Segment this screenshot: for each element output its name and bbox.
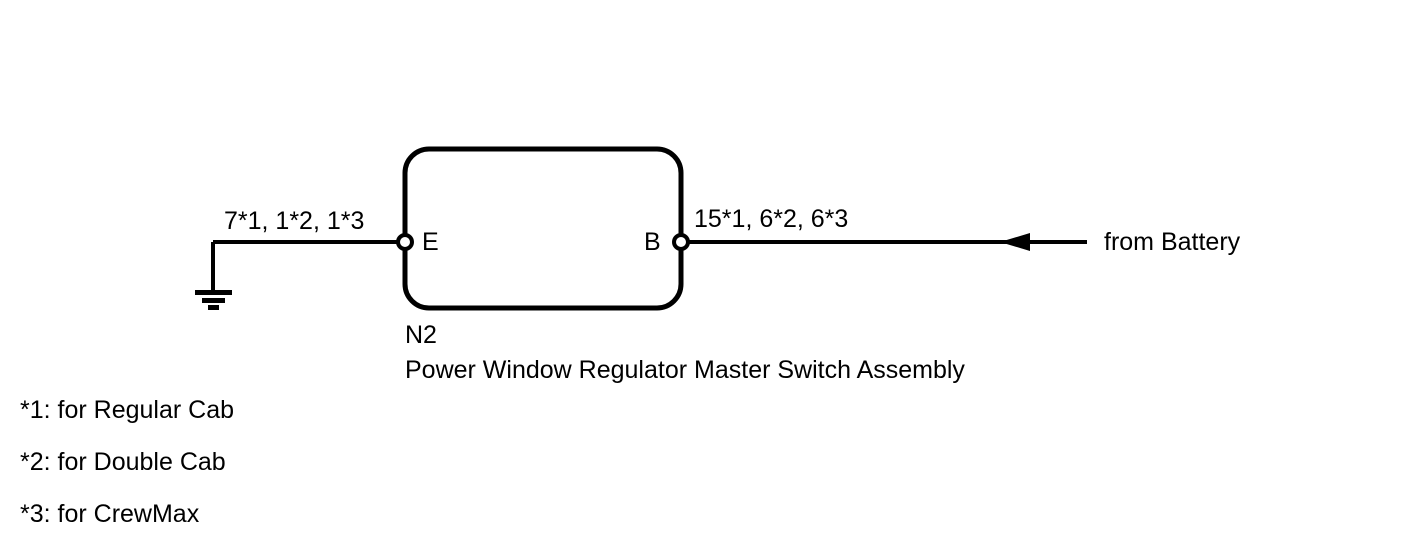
footnote-double-cab: *2: for Double Cab [20,448,226,476]
component-box [402,146,684,311]
ground-symbol-icon [195,242,232,310]
component-id: N2 [405,321,437,349]
terminal-b-pin [672,233,690,251]
footnote-crewmax: *3: for CrewMax [20,500,200,528]
terminal-e-label: E [422,228,439,256]
wire-label-left: 7*1, 1*2, 1*3 [224,207,365,235]
terminal-e-pin [396,233,414,251]
wire-label-right: 15*1, 6*2, 6*3 [694,205,849,233]
terminal-b-label: B [644,228,661,256]
battery-source-label: from Battery [1104,228,1241,256]
component-name: Power Window Regulator Master Switch Ass… [405,356,965,384]
footnote-regular-cab: *1: for Regular Cab [20,396,235,424]
arrow-left-icon [1000,233,1030,251]
